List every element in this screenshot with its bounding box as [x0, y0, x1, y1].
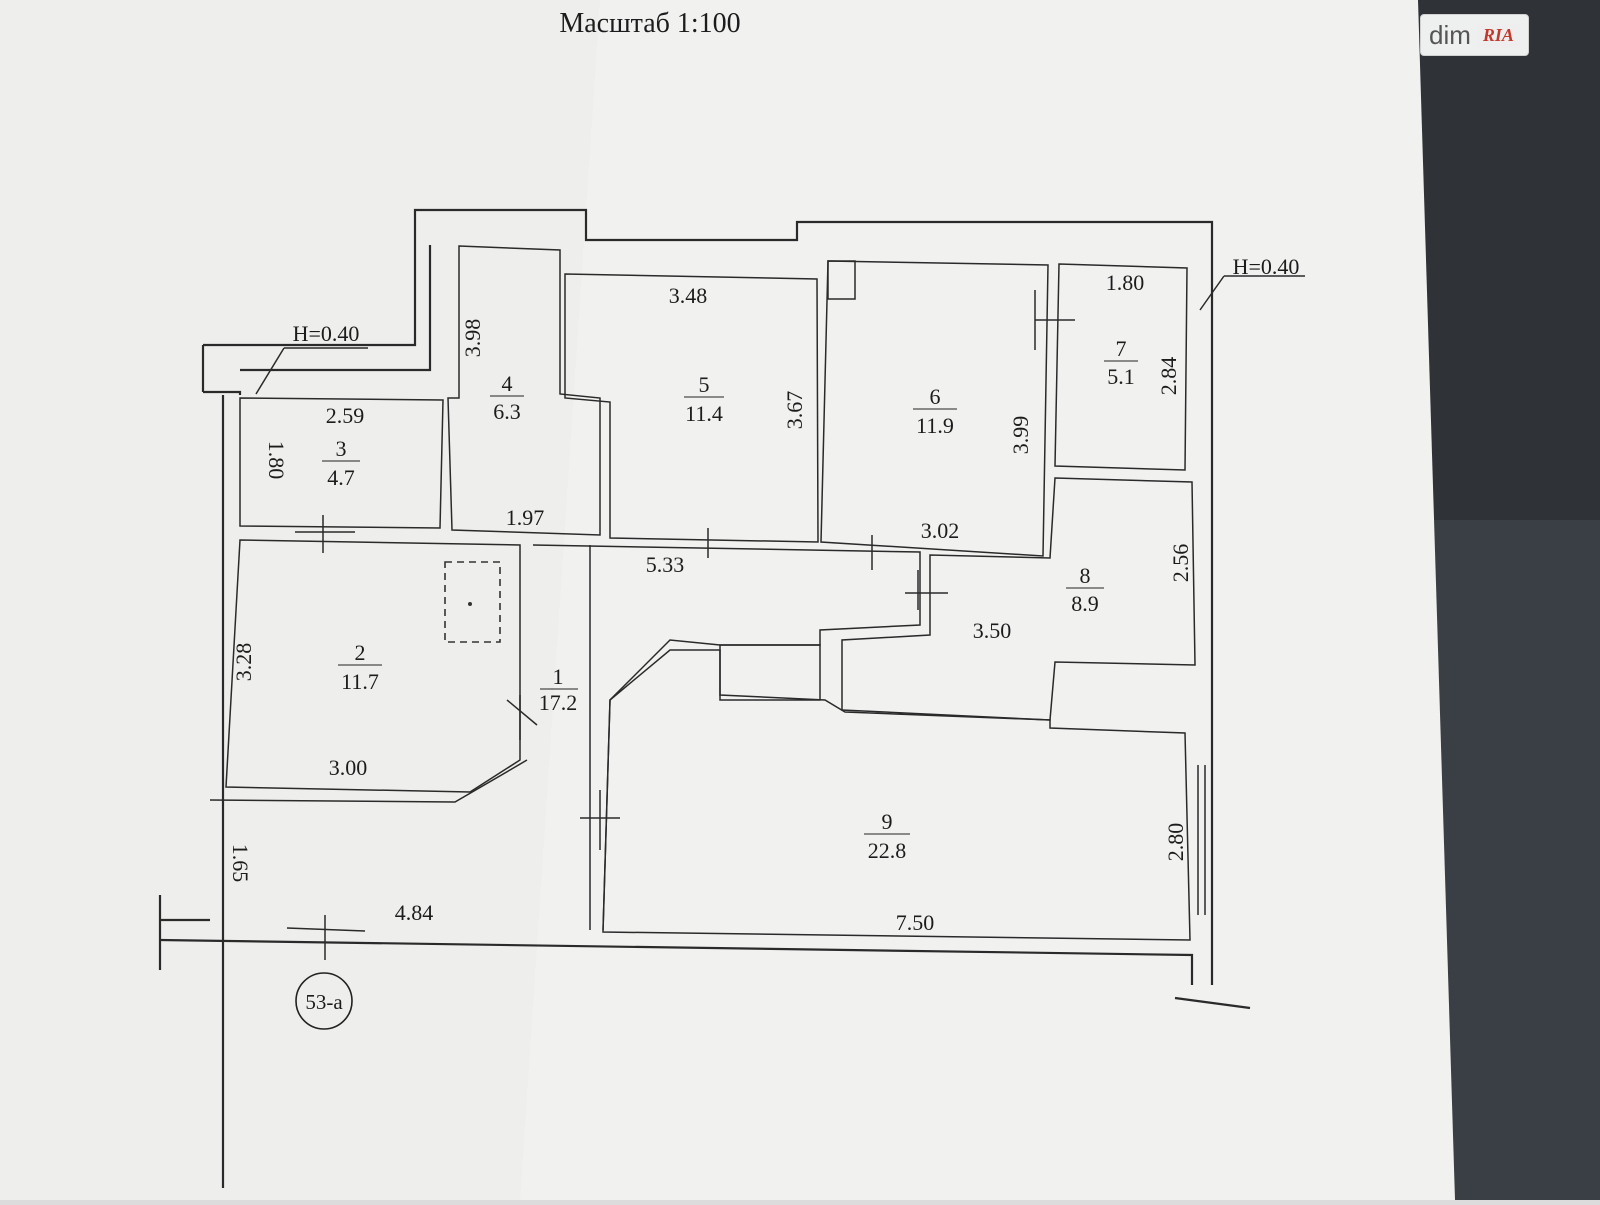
- room-1: 1 17.2: [539, 664, 578, 715]
- dim-label: 1.80: [1106, 270, 1145, 295]
- dim-label: 1.80: [264, 441, 289, 480]
- room-9: 9 22.8: [864, 809, 910, 863]
- room-number: 2: [355, 640, 366, 665]
- room-5: 5 11.4: [684, 372, 724, 426]
- room-area: 11.7: [341, 669, 379, 694]
- room-7: 7 5.1: [1104, 336, 1138, 389]
- dim-label: 5.33: [646, 552, 685, 577]
- watermark-badge: RIA: [1476, 22, 1520, 48]
- room-area: 6.3: [493, 399, 521, 424]
- height-mark-right: Н=0.40: [1233, 254, 1300, 279]
- room-3: 3 4.7: [322, 436, 360, 490]
- room-2: 2 11.7: [338, 640, 382, 694]
- room-number: 7: [1116, 336, 1127, 361]
- dim-label: 7.50: [896, 910, 935, 935]
- room-8: 8 8.9: [1066, 563, 1104, 616]
- dim-label: 3.99: [1008, 416, 1033, 455]
- dim-label: 2.59: [326, 403, 365, 428]
- room-area: 17.2: [539, 690, 578, 715]
- dim-label: 2.84: [1156, 357, 1181, 396]
- room-number: 5: [699, 372, 710, 397]
- watermark-brand: dim: [1429, 19, 1471, 50]
- room-area: 11.9: [916, 413, 954, 438]
- door-marks: [286, 290, 1075, 960]
- paper-shade: [0, 0, 600, 1200]
- watermark-logo: dim RIA: [1420, 14, 1529, 56]
- room-number: 4: [502, 371, 513, 396]
- room-labels: 1 17.2 2 11.7 3 4.7 4 6.3 5 11.4 6 11.9: [322, 336, 1138, 863]
- room-area: 4.7: [327, 465, 355, 490]
- room-number: 1: [553, 664, 564, 689]
- dim-label: 2.56: [1168, 544, 1193, 583]
- dim-label: 1.65: [228, 844, 253, 883]
- height-mark-left: Н=0.40: [293, 321, 360, 346]
- room-number: 3: [336, 436, 347, 461]
- stove-symbol: [444, 561, 501, 643]
- room-number: 8: [1080, 563, 1091, 588]
- outer-walls: [158, 208, 1251, 1188]
- dim-label: 3.28: [231, 643, 256, 682]
- scale-title: Масштаб 1:100: [559, 8, 740, 39]
- room-area: 5.1: [1107, 364, 1135, 389]
- dim-label: 3.48: [669, 283, 708, 308]
- room-4: 4 6.3: [490, 371, 524, 424]
- building-number-circle: 53-а: [295, 972, 353, 1030]
- height-leaders: [255, 275, 1305, 395]
- dimension-labels: 2.59 1.80 3.98 3.48 3.67 3.99 1.80 2.84 …: [228, 270, 1193, 935]
- room-area: 11.4: [685, 401, 723, 426]
- building-label: 53-а: [305, 990, 343, 1014]
- room-walls: [209, 245, 1213, 941]
- dim-label: 2.80: [1163, 823, 1188, 862]
- dim-label: 3.98: [460, 319, 485, 358]
- room-area: 22.8: [868, 838, 907, 863]
- room-number: 6: [930, 384, 941, 409]
- dim-label: 3.67: [782, 391, 807, 430]
- room-6: 6 11.9: [913, 384, 957, 438]
- dim-label: 3.02: [921, 518, 960, 543]
- room-area: 8.9: [1071, 591, 1099, 616]
- dim-label: 3.50: [973, 618, 1012, 643]
- dim-label: 4.84: [395, 900, 434, 925]
- dim-label: 1.97: [506, 505, 545, 530]
- room-number: 9: [882, 809, 893, 834]
- dim-label: 3.00: [329, 755, 368, 780]
